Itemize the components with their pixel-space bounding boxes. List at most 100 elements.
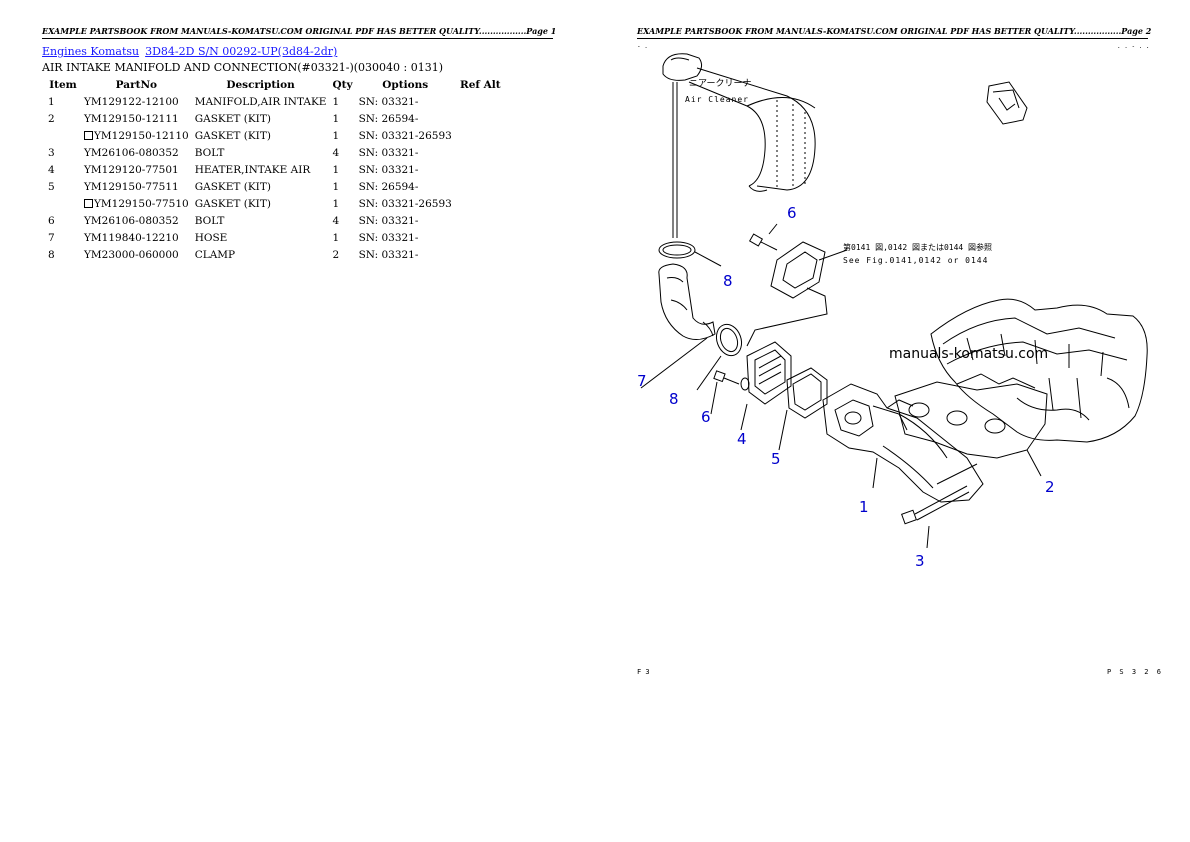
- item-cell: 4: [42, 161, 81, 178]
- description-cell: CLAMP: [192, 246, 330, 263]
- breadcrumb-link-model[interactable]: 3D84-2D S/N 00292-UP(3d84-2dr): [145, 45, 338, 58]
- bolt-top-drawing: [748, 223, 778, 251]
- partno-cell: YM26106-080352: [81, 212, 192, 229]
- description-cell: GASKET (KIT): [192, 178, 330, 195]
- item-cell: 3: [42, 144, 81, 161]
- description-cell: HEATER,INTAKE AIR: [192, 161, 330, 178]
- qty-cell: 1: [329, 229, 355, 246]
- partno-cell: YM129120-77501: [81, 161, 192, 178]
- table-row: 3 YM26106-080352 BOLT 4 SN: 03321-: [42, 144, 506, 161]
- clamp-top-drawing: [658, 241, 722, 267]
- qty-cell: 1: [329, 93, 355, 110]
- callout-1: 1: [859, 498, 869, 516]
- options-cell-text: SN: 26594-: [358, 180, 419, 193]
- partno-cell: YM129150-77511: [81, 178, 192, 195]
- ref-alt-cell: [455, 144, 506, 161]
- section-title: AIR INTAKE MANIFOLD AND CONNECTION(#0332…: [42, 61, 444, 74]
- qty-cell: 1: [329, 110, 355, 127]
- callout-4: 4: [737, 430, 747, 448]
- description-cell: HOSE: [192, 229, 330, 246]
- description-cell-text: HEATER,INTAKE AIR: [194, 163, 311, 176]
- description-cell-text: BOLT: [194, 146, 225, 159]
- item-cell-text: 2: [48, 112, 55, 125]
- item-cell-text: 1: [48, 95, 55, 108]
- exploded-parts-diagram: - . . . - . . ニアークリーナ Air Cleaner: [637, 43, 1149, 570]
- description-cell-text: GASKET (KIT): [194, 129, 271, 142]
- partno-cell-text: YM23000-060000: [84, 248, 179, 261]
- partno-cell-text: YM26106-080352: [84, 146, 179, 159]
- ref-alt-cell: [455, 127, 506, 144]
- intake-manifold-drawing: [822, 383, 984, 503]
- item-cell-text: 7: [48, 231, 55, 244]
- description-cell: MANIFOLD,AIR INTAKE: [192, 93, 330, 110]
- qty-cell: 1: [329, 161, 355, 178]
- options-cell-text: SN: 03321-: [358, 95, 419, 108]
- partno-cell: YM129122-12100: [81, 93, 192, 110]
- see-figure-note-jp: 第0141 図,0142 図または0144 図参照: [843, 242, 992, 252]
- svg-text:- .: - .: [637, 43, 648, 50]
- partno-cell: YM23000-060000: [81, 246, 192, 263]
- page-header: EXAMPLE PARTSBOOK FROM MANUALS-KOMATSU.C…: [42, 26, 556, 39]
- qty-cell-text: 2: [332, 248, 340, 261]
- options-cell: SN: 03321-: [356, 229, 455, 246]
- item-cell-text: 3: [48, 146, 55, 159]
- qty-cell: 4: [329, 212, 355, 229]
- qty-cell: 2: [329, 246, 355, 263]
- callout-2: 2: [1045, 478, 1055, 496]
- options-cell-text: SN: 03321-: [358, 248, 419, 261]
- description-cell-text: BOLT: [194, 214, 225, 227]
- item-cell: 2: [42, 110, 81, 127]
- callout-6-lower: 6: [701, 408, 711, 426]
- column-header-description: Description: [226, 78, 295, 91]
- breadcrumb-link-engines[interactable]: Engines Komatsu: [42, 45, 140, 58]
- svg-text:. . - . .: . . - . .: [1117, 43, 1149, 50]
- callout-7: 7: [637, 372, 647, 390]
- partno-cell-text: YM129150-12111: [84, 112, 179, 125]
- ref-alt-cell: [455, 110, 506, 127]
- direction-arrow-icon: [986, 81, 1028, 125]
- description-cell: GASKET (KIT): [192, 110, 330, 127]
- page-footer-right: P S 3 2 6: [1107, 668, 1163, 676]
- column-header-partno: PartNo: [115, 78, 158, 91]
- qty-cell-text: 4: [332, 146, 340, 159]
- callout-3: 3: [915, 552, 925, 570]
- engine-block-drawing: [930, 298, 1148, 443]
- qty-cell-text: 1: [332, 231, 340, 244]
- options-cell: SN: 03321-: [356, 246, 455, 263]
- air-cleaner-label-jp: ニアークリーナ: [689, 78, 751, 89]
- partno-cell: YM26106-080352: [81, 144, 192, 161]
- description-cell: GASKET (KIT): [192, 195, 330, 212]
- see-figure-note-en: See Fig.0141,0142 or 0144: [843, 256, 988, 265]
- ref-alt-cell: [455, 212, 506, 229]
- intake-heater-drawing: [740, 341, 792, 431]
- watermark-text: manuals-komatsu.com: [889, 346, 1048, 362]
- manifold-bolt-drawing: [901, 485, 970, 549]
- ref-alt-cell: [455, 178, 506, 195]
- partno-cell-text: YM26106-080352: [84, 214, 179, 227]
- page-header: EXAMPLE PARTSBOOK FROM MANUALS-KOMATSU.C…: [637, 26, 1151, 39]
- qty-cell: 1: [329, 178, 355, 195]
- callout-6-top: 6: [787, 204, 797, 222]
- description-cell-text: CLAMP: [194, 248, 236, 261]
- ref-alt-cell: [455, 246, 506, 263]
- item-cell: 8: [42, 246, 81, 263]
- qty-cell-text: 1: [332, 112, 340, 125]
- item-cell: 7: [42, 229, 81, 246]
- qty-cell-text: 4: [332, 214, 340, 227]
- description-cell: BOLT: [192, 212, 330, 229]
- heater-gasket-drawing: [778, 367, 828, 451]
- options-cell-text: SN: 26594-: [358, 112, 419, 125]
- partno-cell-text: YM129122-12100: [84, 95, 179, 108]
- options-cell-text: SN: 03321-: [358, 146, 419, 159]
- parts-table: Item PartNo Description Qty Options Ref …: [42, 76, 506, 263]
- options-cell-text: SN: 03321-26593: [358, 197, 452, 210]
- options-cell-text: SN: 03321-: [358, 163, 419, 176]
- description-cell-text: HOSE: [194, 231, 228, 244]
- item-cell-text: 8: [48, 248, 55, 261]
- air-cleaner-drawing: [662, 53, 816, 238]
